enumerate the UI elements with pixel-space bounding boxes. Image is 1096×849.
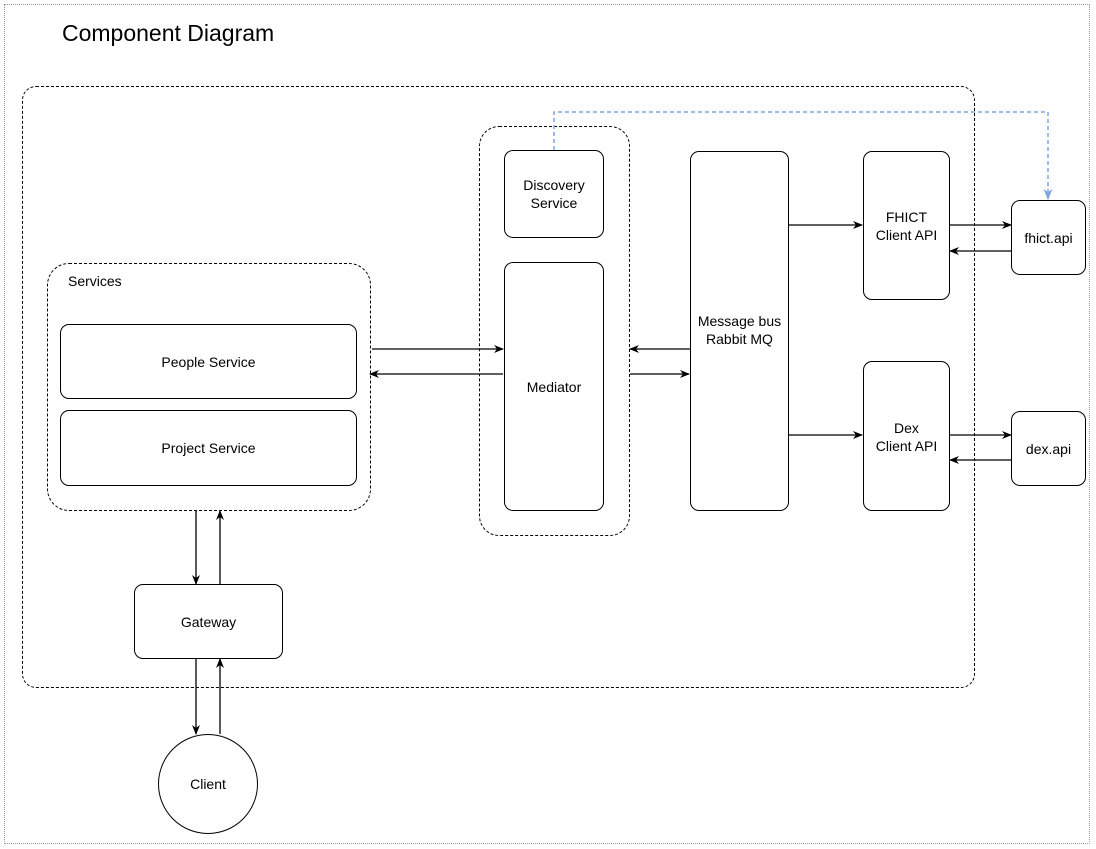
- dex-client-api-label: Dex Client API: [875, 420, 938, 454]
- gateway-box[interactable]: Gateway: [134, 584, 283, 659]
- people-service-box[interactable]: People Service: [60, 324, 357, 399]
- client-label: Client: [190, 776, 226, 792]
- people-service-label: People Service: [161, 353, 256, 370]
- fhict-client-api-box[interactable]: FHICT Client API: [863, 151, 950, 300]
- project-service-label: Project Service: [161, 440, 256, 456]
- message-bus-label: Message bus Rabbit MQ: [697, 313, 782, 347]
- discovery-link-to-fhict-api: [553, 111, 1053, 200]
- fhict-api-box[interactable]: fhict.api: [1011, 200, 1086, 275]
- discovery-service-label: Discovery Service: [523, 177, 585, 211]
- mediator-box[interactable]: Mediator: [504, 262, 604, 511]
- dex-api-label: dex.api: [1025, 440, 1072, 457]
- system-boundary: [22, 86, 975, 688]
- mediator-label: Mediator: [526, 378, 582, 395]
- dex-client-api-box[interactable]: Dex Client API: [863, 361, 950, 511]
- message-bus-box[interactable]: Message bus Rabbit MQ: [690, 151, 789, 511]
- services-group: [47, 263, 371, 511]
- project-service-box[interactable]: Project Service: [60, 410, 357, 486]
- services-group-label: Services: [68, 273, 122, 289]
- fhict-api-label: fhict.api: [1024, 229, 1073, 246]
- discovery-service-box[interactable]: Discovery Service: [504, 150, 604, 238]
- fhict-client-api-label: FHICT Client API: [875, 209, 938, 243]
- diagram-title: Component Diagram: [62, 20, 275, 46]
- gateway-label: Gateway: [180, 613, 237, 630]
- client-node[interactable]: Client: [158, 734, 258, 834]
- page-frame: [4, 4, 1090, 844]
- dex-api-box[interactable]: dex.api: [1011, 411, 1086, 486]
